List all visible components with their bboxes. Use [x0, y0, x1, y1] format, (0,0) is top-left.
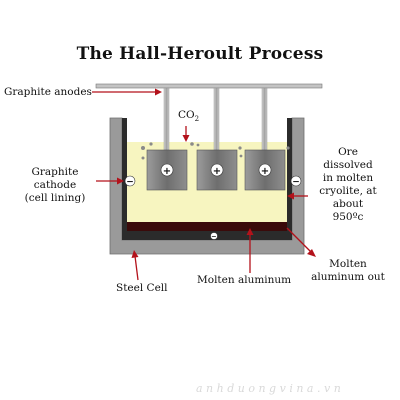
label-line: cathode	[33, 179, 77, 191]
arrow-molten-aluminum	[246, 228, 254, 273]
anode-rod-2	[213, 87, 220, 151]
arrow-steel-cell	[131, 250, 139, 281]
label-ore-dissolved: Ore dissolved in molten cryolite, at abo…	[304, 146, 392, 224]
label-co2-main: CO	[178, 109, 195, 121]
label-line: aluminum out	[311, 271, 385, 283]
svg-text:−: −	[211, 233, 216, 241]
label-line: Ore	[338, 146, 358, 158]
label-line: in molten	[322, 172, 374, 184]
anode-plus-1: +	[160, 163, 174, 177]
arrow-ore-dissolved	[287, 192, 308, 200]
label-line: 950ºc	[332, 211, 364, 223]
cathode-floor	[127, 231, 287, 240]
label-co2: CO2	[178, 109, 199, 126]
cathode-minus-left: −	[124, 175, 136, 188]
label-line: Graphite	[31, 166, 79, 178]
label-line: cryolite, at	[319, 185, 377, 197]
svg-text:+: +	[261, 166, 269, 177]
anode-rod-1	[163, 87, 170, 151]
label-line: (cell lining)	[24, 192, 86, 204]
svg-text:−: −	[292, 178, 300, 188]
svg-text:+: +	[213, 166, 221, 177]
svg-text:+: +	[163, 166, 171, 177]
arrow-co2	[182, 126, 190, 142]
label-line: dissolved	[323, 159, 373, 171]
anode-bus-bar	[95, 83, 323, 89]
label-line: Molten	[329, 258, 367, 270]
anode-rod-3	[261, 87, 268, 151]
watermark: anhduongvina.vn	[196, 382, 345, 395]
label-molten-aluminum: Molten aluminum	[197, 274, 292, 286]
label-graphite-anodes: Graphite anodes	[4, 86, 92, 98]
label-line: about	[332, 198, 364, 210]
molten-aluminum-layer	[127, 222, 287, 231]
cathode-minus-bottom: −	[210, 232, 218, 241]
svg-text:−: −	[126, 178, 134, 188]
arrow-graphite-cathode	[96, 177, 124, 185]
label-graphite-cathode: Graphite cathode (cell lining)	[12, 166, 98, 205]
diagram-title: The Hall-Heroult Process	[76, 44, 324, 64]
anode-plus-2: +	[210, 163, 224, 177]
arrow-molten-aluminum-out	[286, 227, 316, 257]
label-steel-cell: Steel Cell	[116, 282, 168, 294]
cathode-minus-right: −	[290, 175, 302, 188]
arrow-graphite-anodes	[92, 88, 162, 96]
label-co2-subscript: 2	[194, 115, 200, 124]
co2-bubbles	[141, 142, 290, 160]
anode-plus-3: +	[258, 163, 272, 177]
label-molten-aluminum-out: Molten aluminum out	[306, 258, 390, 284]
